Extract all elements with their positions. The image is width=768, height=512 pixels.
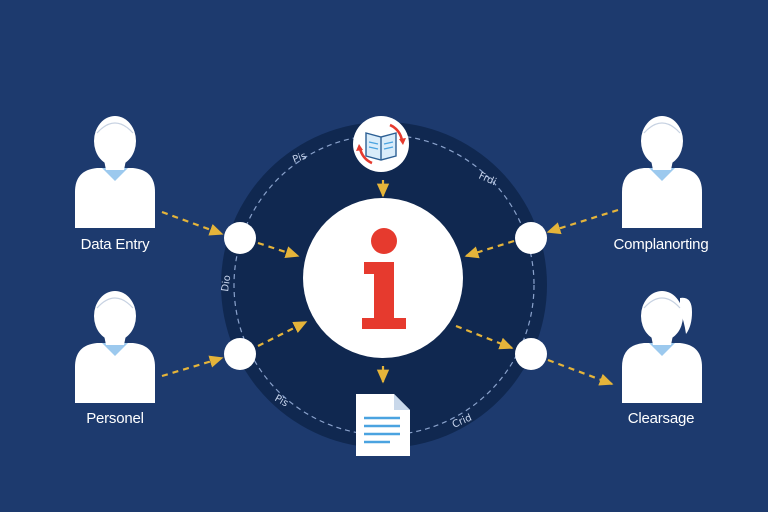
person-icon [75, 116, 155, 228]
document-icon [356, 394, 410, 456]
node-label-personel: Personel [86, 410, 144, 427]
person-icon [622, 116, 702, 228]
node-label-clearsage: Clearsage [627, 410, 695, 427]
book-sync-icon [353, 116, 409, 172]
ring-label-top-left: Pis [291, 151, 308, 166]
connector-bottom-left-in [161, 355, 224, 378]
person-icon [622, 291, 702, 403]
connector-top-right-in [546, 208, 619, 235]
ring-node-top-right [515, 222, 547, 254]
connector-top-left-in [161, 210, 224, 236]
connector-bottom-right-out [547, 358, 614, 386]
ring-node-bottom-left [224, 338, 256, 370]
person-icon [75, 291, 155, 403]
ring-label-left: Dio [220, 274, 233, 292]
ring-node-top-left [224, 222, 256, 254]
connectors [161, 180, 619, 386]
node-label-complanorting: Complanorting [613, 236, 709, 253]
connector-top-right-hub [464, 239, 515, 259]
connector-bottom-left-hub [257, 321, 308, 347]
ring-node-bottom-right [515, 338, 547, 370]
connector-top-left-hub [257, 241, 300, 259]
node-label-data-entry: Data Entry [80, 236, 150, 253]
info-icon [303, 198, 463, 358]
